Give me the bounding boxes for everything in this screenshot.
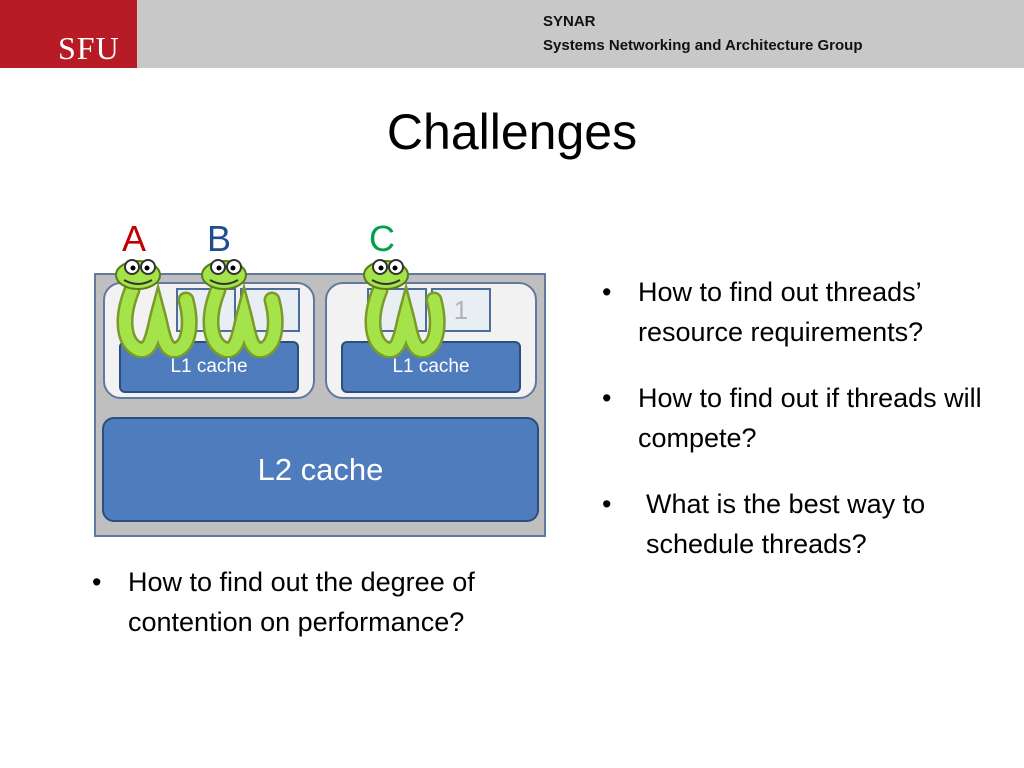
core-label: 1 bbox=[453, 295, 469, 325]
bullet-list-right: How to find out threads’ resource requir… bbox=[598, 272, 998, 590]
thread-label-c: C bbox=[369, 218, 395, 259]
logo-text: SFU bbox=[58, 30, 120, 66]
group-name: SYNAR Systems Networking and Architectur… bbox=[543, 10, 863, 58]
bullet-item: How to find out threads’ resource requir… bbox=[598, 272, 998, 352]
bullet-item: How to find out the degree of contention… bbox=[88, 562, 508, 642]
bullet-item: How to find out if threads will compete? bbox=[598, 378, 998, 458]
group-full: Systems Networking and Architecture Grou… bbox=[543, 37, 863, 54]
snake-thread-c-icon bbox=[363, 259, 446, 358]
group-short: SYNAR bbox=[543, 13, 596, 30]
bullet-item: What is the best way to schedule threads… bbox=[598, 484, 998, 564]
slide-title: Challenges bbox=[386, 104, 638, 160]
bullet-list-left: How to find out the degree of contention… bbox=[88, 562, 508, 668]
cache-diagram: 1 L1 cache L1 cache L2 cache A B C bbox=[92, 218, 562, 550]
header-bar: SFU SYNAR Systems Networking and Archite… bbox=[0, 0, 1024, 68]
thread-label-b: B bbox=[207, 218, 232, 259]
snake-thread-a-icon bbox=[115, 259, 198, 358]
sfu-logo: SFU bbox=[0, 0, 137, 68]
l2-cache: L2 cache bbox=[102, 417, 539, 522]
snake-thread-b-icon bbox=[201, 259, 284, 358]
thread-label-a: A bbox=[122, 218, 147, 259]
